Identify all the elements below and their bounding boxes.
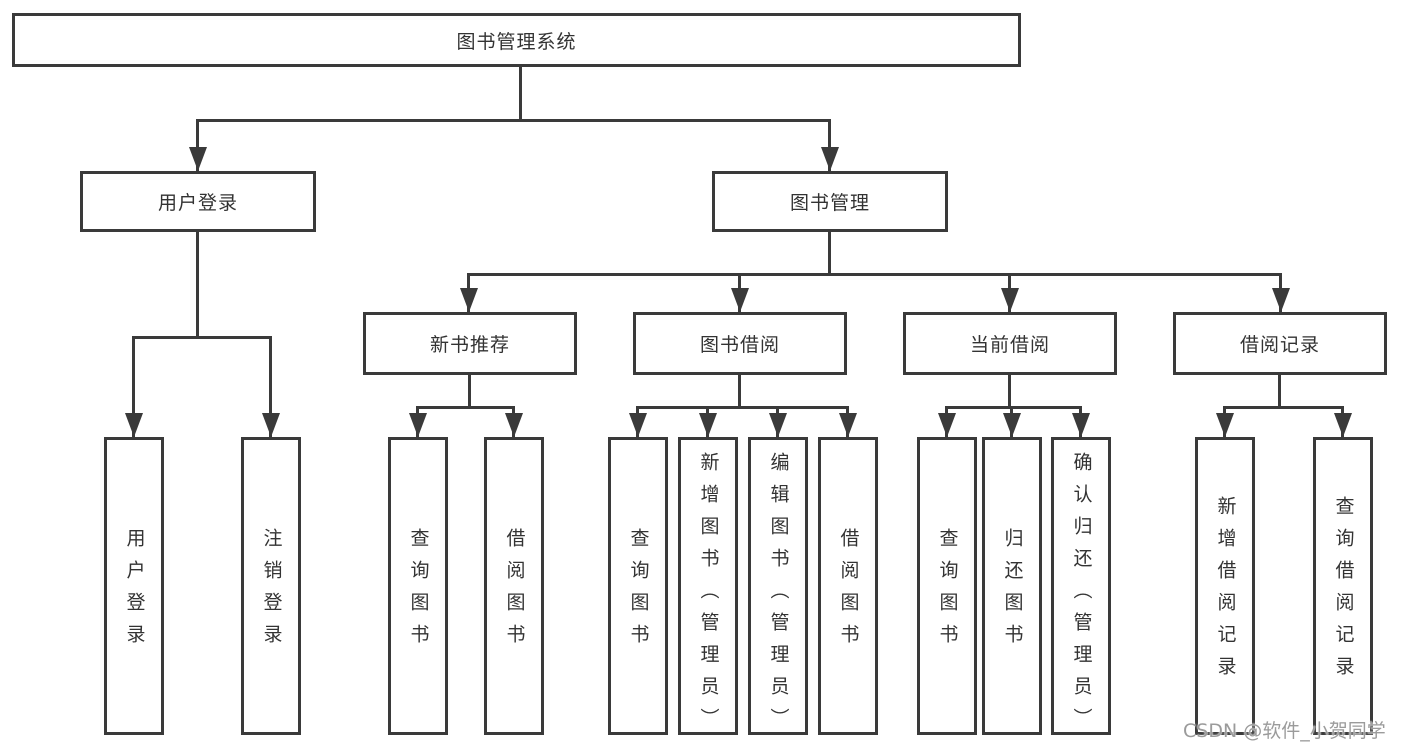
arrowhead-leaf-3	[409, 413, 427, 437]
connector-arrow-leaf-login	[132, 336, 135, 437]
arrowhead-leaf-5	[629, 413, 647, 437]
leaf-query-book-2: 查询图书	[608, 437, 668, 735]
arrowhead-leaf-7	[769, 413, 787, 437]
connector-borrow-records-stem	[1278, 375, 1281, 406]
leaf-query-borrow-record: 查询借阅记录	[1313, 437, 1373, 735]
connector-level3-branch	[467, 273, 1282, 276]
arrowhead-leaf-9	[938, 413, 956, 437]
arrowhead-leaf-13	[1334, 413, 1352, 437]
arrowhead-user-login	[189, 147, 207, 171]
arrowhead-borrow-records	[1272, 288, 1290, 312]
arrowhead-book-mgmt	[821, 147, 839, 171]
connector-book-borrow-stem	[738, 375, 741, 406]
node-current-borrow: 当前借阅	[903, 312, 1117, 375]
arrowhead-leaf-6	[699, 413, 717, 437]
connector-arrow-user-login	[196, 119, 199, 171]
arrowhead-new-book	[460, 288, 478, 312]
arrowhead-book-borrow	[731, 288, 749, 312]
node-book-mgmt: 图书管理	[712, 171, 948, 232]
connector-arrow-leaf-logout	[269, 336, 272, 437]
leaf-confirm-return-admin: 确认归还（管理员）	[1051, 437, 1111, 740]
leaf-add-book-admin: 新增图书（管理员）	[678, 437, 738, 740]
connector-book-mgmt-stem	[828, 232, 831, 273]
connector-arrow-book-mgmt	[828, 119, 831, 171]
connector-new-book-branch	[416, 406, 515, 409]
arrowhead-leaf-4	[505, 413, 523, 437]
connector-current-borrow-branch	[945, 406, 1082, 409]
arrowhead-leaf-logout	[262, 413, 280, 437]
node-new-book-rec: 新书推荐	[363, 312, 577, 375]
arrowhead-leaf-8	[839, 413, 857, 437]
leaf-borrow-book-2: 借阅图书	[818, 437, 878, 735]
connector-book-borrow-branch	[636, 406, 849, 409]
connector-new-book-stem	[468, 375, 471, 406]
connector-user-login-branch	[132, 336, 272, 339]
watermark: CSDN @软件_小贺同学	[1183, 720, 1386, 742]
node-borrow-records: 借阅记录	[1173, 312, 1387, 375]
arrowhead-current-borrow	[1001, 288, 1019, 312]
leaf-logout: 注销登录	[241, 437, 301, 735]
node-root: 图书管理系统	[12, 13, 1021, 67]
leaf-user-login: 用户登录	[104, 437, 164, 735]
leaf-add-borrow-record: 新增借阅记录	[1195, 437, 1255, 735]
leaf-edit-book-admin: 编辑图书（管理员）	[748, 437, 808, 740]
leaf-query-book-3: 查询图书	[917, 437, 977, 735]
arrowhead-leaf-11	[1072, 413, 1090, 437]
connector-user-login-stem	[196, 232, 199, 336]
node-user-login: 用户登录	[80, 171, 316, 232]
node-book-borrow: 图书借阅	[633, 312, 847, 375]
connector-root-stem	[519, 67, 522, 119]
arrowhead-leaf-12	[1216, 413, 1234, 437]
connector-borrow-records-branch	[1223, 406, 1344, 409]
arrowhead-leaf-login	[125, 413, 143, 437]
connector-current-borrow-stem	[1008, 375, 1011, 406]
leaf-query-book-1: 查询图书	[388, 437, 448, 735]
leaf-return-book: 归还图书	[982, 437, 1042, 735]
arrowhead-leaf-10	[1003, 413, 1021, 437]
connector-level2-branch	[196, 119, 831, 122]
leaf-borrow-book-1: 借阅图书	[484, 437, 544, 735]
